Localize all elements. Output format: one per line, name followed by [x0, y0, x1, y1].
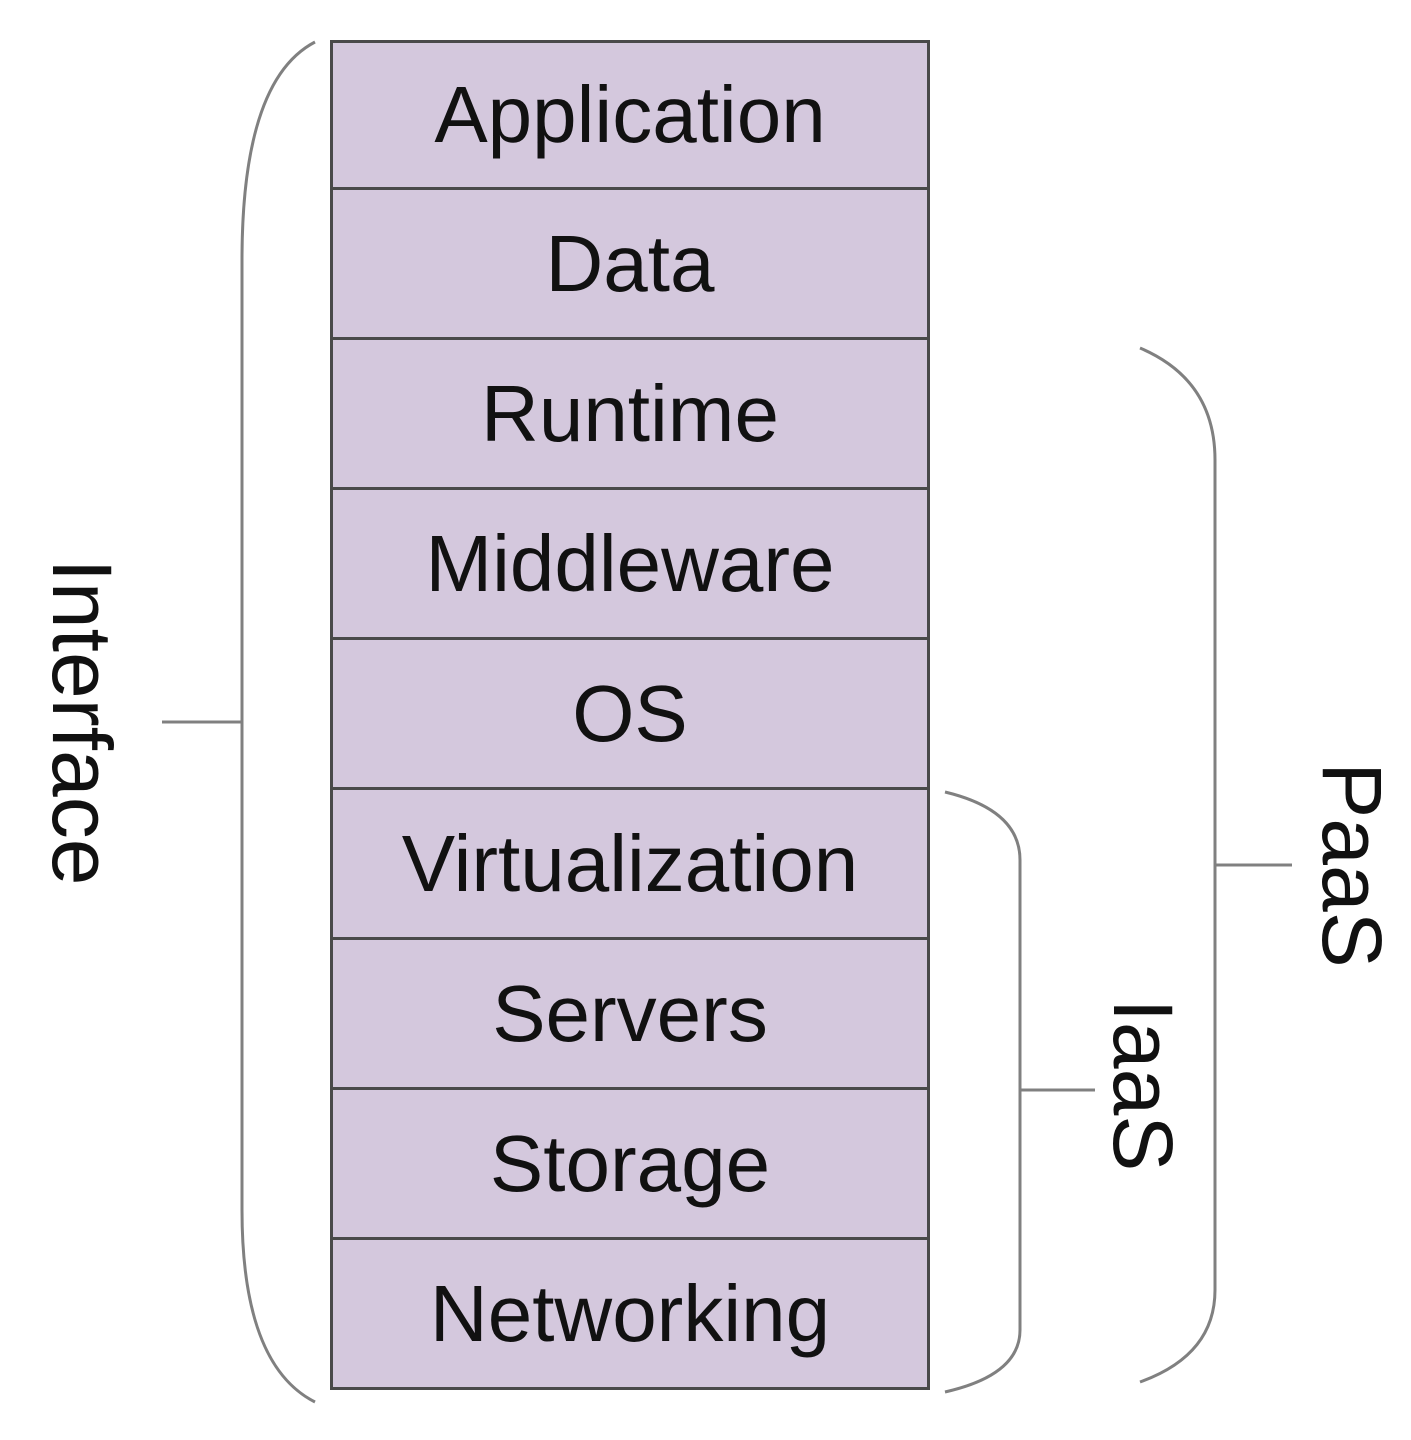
layer-servers: Servers: [330, 940, 930, 1090]
layer-label: Middleware: [425, 518, 835, 608]
layer-label: Storage: [489, 1118, 771, 1208]
layer-label: Networking: [429, 1268, 831, 1358]
layer-label: OS: [572, 668, 688, 758]
iaas-label: IaaS: [1096, 998, 1190, 1172]
layer-virtualization: Virtualization: [330, 790, 930, 940]
paas-label: PaaS: [1305, 762, 1399, 968]
layer-label: Application: [434, 70, 826, 159]
layer-runtime: Runtime: [330, 340, 930, 490]
interface-label: Interface: [35, 558, 129, 886]
paas-bracket: [1139, 346, 1292, 1384]
iaas-bracket: [944, 790, 1095, 1394]
interface-bracket: [162, 40, 316, 1404]
layer-application: Application: [330, 40, 930, 190]
layer-storage: Storage: [330, 1090, 930, 1240]
layer-label: Servers: [492, 968, 768, 1058]
layer-label: Data: [545, 218, 715, 308]
layer-os: OS: [330, 640, 930, 790]
layer-label: Runtime: [481, 368, 779, 458]
layer-label: Virtualization: [401, 818, 859, 908]
layer-data: Data: [330, 190, 930, 340]
layer-middleware: Middleware: [330, 490, 930, 640]
layer-networking: Networking: [330, 1240, 930, 1390]
